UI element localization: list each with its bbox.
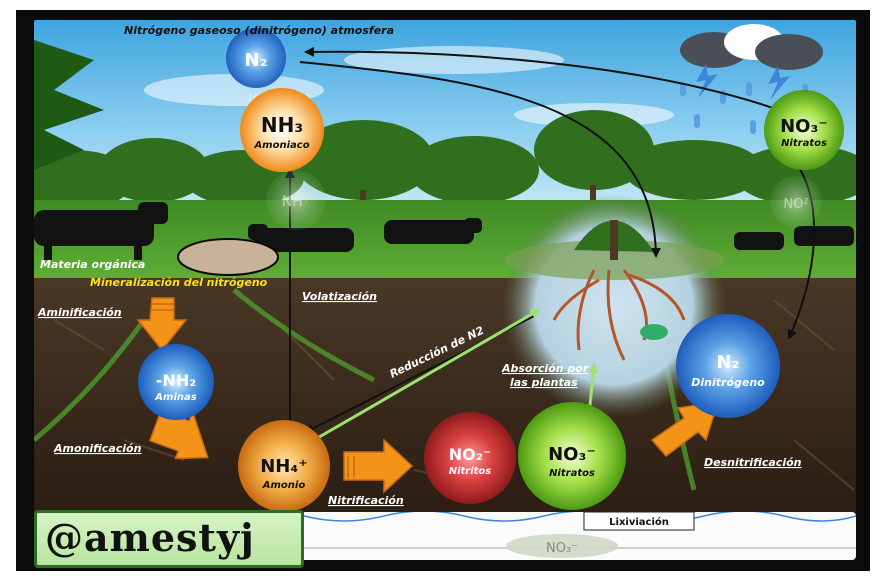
n2-soil-formula: N₂ bbox=[717, 352, 740, 373]
no3-rain-formula: NO₃⁻ bbox=[780, 116, 828, 137]
nh4-name: Amonio bbox=[262, 480, 306, 491]
no2-ghost-formula: NO² bbox=[783, 197, 808, 212]
nitrification-label: Nitrificación bbox=[328, 494, 404, 507]
plant-uptake-label-1: Absorción por bbox=[501, 362, 589, 375]
ammonification-label: Amonificación bbox=[53, 442, 142, 455]
storm-cloud-icon bbox=[680, 24, 823, 100]
n2-soil-badge: N₂ Dinitrógeno bbox=[676, 314, 780, 418]
atmosphere-label: Nitrógeno gaseoso (dinitrógeno) atmosfer… bbox=[124, 24, 394, 37]
leaching-box bbox=[583, 511, 695, 531]
mineralization-label: Mineralización del nitrógeno bbox=[90, 276, 268, 289]
no2-name: Nitritos bbox=[449, 466, 492, 477]
brand-handle: @amestyj bbox=[45, 515, 255, 560]
organic-matter-label: Materia orgánica bbox=[40, 258, 145, 271]
nh4-badge: NH₄⁺ Amonio bbox=[238, 420, 330, 512]
nh4-ghost-formula: NH⁺ bbox=[282, 194, 310, 210]
plant-roots-image bbox=[502, 194, 726, 418]
arrow-hatching bbox=[152, 303, 355, 478]
left-foliage bbox=[34, 40, 104, 170]
leaching-strip: Lixiviación NO₃⁻ bbox=[303, 510, 857, 560]
no3-leach-formula: NO₃⁻ bbox=[546, 541, 578, 556]
nitrogen-cycle-scene: N₂ N₂ NH₃ Amoniaco NH⁺ NO₃⁻ Nitratos bbox=[34, 20, 856, 516]
volatilization-label: Volatización bbox=[302, 290, 377, 303]
leaching-label: Lixiviación bbox=[609, 516, 669, 528]
nitrogen-cycle-diagram: N₂ N₂ NH₃ Amoniaco NH⁺ NO₃⁻ Nitratos bbox=[34, 20, 856, 516]
nh2-name: Aminas bbox=[154, 392, 196, 403]
nh2-formula: -NH₂ bbox=[156, 371, 196, 390]
nh3-badge: NH₃ Amoniaco bbox=[240, 88, 324, 172]
no3-rain-name: Nitratos bbox=[781, 138, 827, 149]
leaching-strip-drawing: Lixiviación NO₃⁻ bbox=[303, 510, 857, 558]
plant-uptake-label-2: las plantas bbox=[510, 376, 578, 389]
n2-top-formula: N₂ bbox=[245, 50, 268, 71]
aminification-label: Aminificación bbox=[37, 306, 122, 319]
no3-badge: NO₃⁻ Nitratos bbox=[518, 402, 626, 510]
nh4-formula: NH₄⁺ bbox=[260, 456, 308, 477]
no2-badge: NO₂⁻ Nitritos bbox=[424, 412, 516, 504]
cloud-shapes bbox=[144, 46, 674, 127]
n2-soil-name: Dinitrógeno bbox=[691, 376, 765, 389]
no2-formula: NO₂⁻ bbox=[449, 445, 491, 464]
no3-formula: NO₃⁻ bbox=[548, 444, 596, 465]
nh4-ghost-badge: NH⁺ bbox=[266, 170, 326, 230]
cattle-silhouettes bbox=[34, 202, 854, 260]
tree-line bbox=[34, 110, 856, 210]
organic-matter-patch bbox=[177, 238, 279, 276]
no2-ghost-badge: NO² bbox=[770, 176, 822, 228]
nh3-formula: NH₃ bbox=[261, 113, 303, 137]
orange-flow-arrows bbox=[136, 297, 720, 494]
denitrification-label: Desnitrificación bbox=[704, 456, 802, 469]
nh2-badge: -NH₂ Aminas bbox=[138, 344, 214, 420]
no3-rain-badge: NO₃⁻ Nitratos bbox=[764, 90, 844, 170]
nh3-name: Amoniaco bbox=[253, 140, 309, 151]
watermark-badge: @amestyj bbox=[34, 510, 304, 568]
no3-name: Nitratos bbox=[549, 468, 595, 479]
